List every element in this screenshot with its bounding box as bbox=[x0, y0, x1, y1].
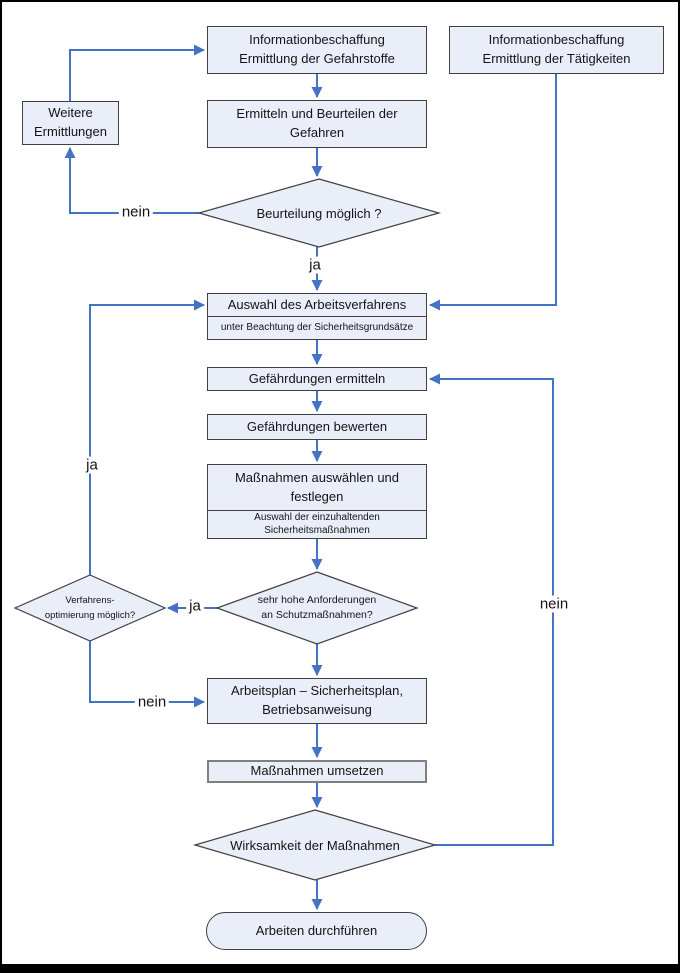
bottom-border-bar bbox=[2, 964, 678, 971]
edge-label-beurteilung-ja: ja bbox=[306, 256, 324, 274]
node-massnahmen-auswaehlen: Maßnahmen auswählen und festlegen Auswah… bbox=[207, 464, 427, 539]
node-auswahl-subtitle: unter Beachtung der Sicherheitsgrundsätz… bbox=[208, 316, 426, 339]
edge-label-optimierung-ja: ja bbox=[83, 456, 101, 474]
node-massnahmen-subtitle: Auswahl der einzuhaltenden Sicherheitsma… bbox=[208, 510, 426, 538]
diamond-hohe-anforderungen bbox=[215, 571, 419, 645]
node-massnahmen-title: Maßnahmen auswählen und festlegen bbox=[234, 470, 400, 504]
diamond-verfahrensoptimierung bbox=[13, 574, 167, 642]
edge-label-wirksamkeit-nein: nein bbox=[536, 595, 572, 613]
node-weitere-ermittlungen: Weitere Ermittlungen bbox=[22, 101, 119, 145]
connector-taetigkeiten-to-auswahl bbox=[429, 74, 557, 311]
node-ermitteln-beurteilen: Ermitteln und Beurteilen der Gefahren bbox=[207, 100, 427, 148]
node-arbeiten-durchfuehren: Arbeiten durchführen bbox=[206, 912, 427, 950]
diamond-beurteilung-moeglich bbox=[196, 178, 442, 248]
connector-weitere-to-gefahrstoffe bbox=[69, 44, 205, 101]
node-arbeitsplan: Arbeitsplan – Sicherheitsplan, Betriebsa… bbox=[207, 678, 427, 724]
node-massnahmen-umsetzen: Maßnahmen umsetzen bbox=[207, 760, 427, 783]
node-info-gefahrstoffe: Informationbeschaffung Ermittlung der Ge… bbox=[207, 26, 427, 74]
node-gefaehrdungen-bewerten: Gefährdungen bewerten bbox=[207, 414, 427, 440]
edge-label-anforderungen-ja: ja bbox=[186, 597, 204, 615]
diamond-wirksamkeit bbox=[192, 809, 438, 881]
edge-label-beurteilung-nein: nein bbox=[118, 203, 154, 221]
edge-label-optimierung-nein: nein bbox=[134, 693, 170, 711]
connector-nein-to-weitere-ermittlungen bbox=[64, 147, 199, 214]
connector-wirksamkeit-nein-to-ermitteln bbox=[429, 373, 554, 846]
node-gefaehrdungen-ermitteln: Gefährdungen ermitteln bbox=[207, 367, 427, 391]
node-auswahl-arbeitsverfahren: Auswahl des Arbeitsverfahrens unter Beac… bbox=[207, 293, 427, 340]
node-auswahl-title: Auswahl des Arbeitsverfahrens bbox=[227, 296, 407, 312]
node-info-taetigkeiten: Informationbeschaffung Ermittlung der Tä… bbox=[449, 26, 664, 74]
connector-optimierung-ja-to-auswahl bbox=[89, 299, 205, 575]
